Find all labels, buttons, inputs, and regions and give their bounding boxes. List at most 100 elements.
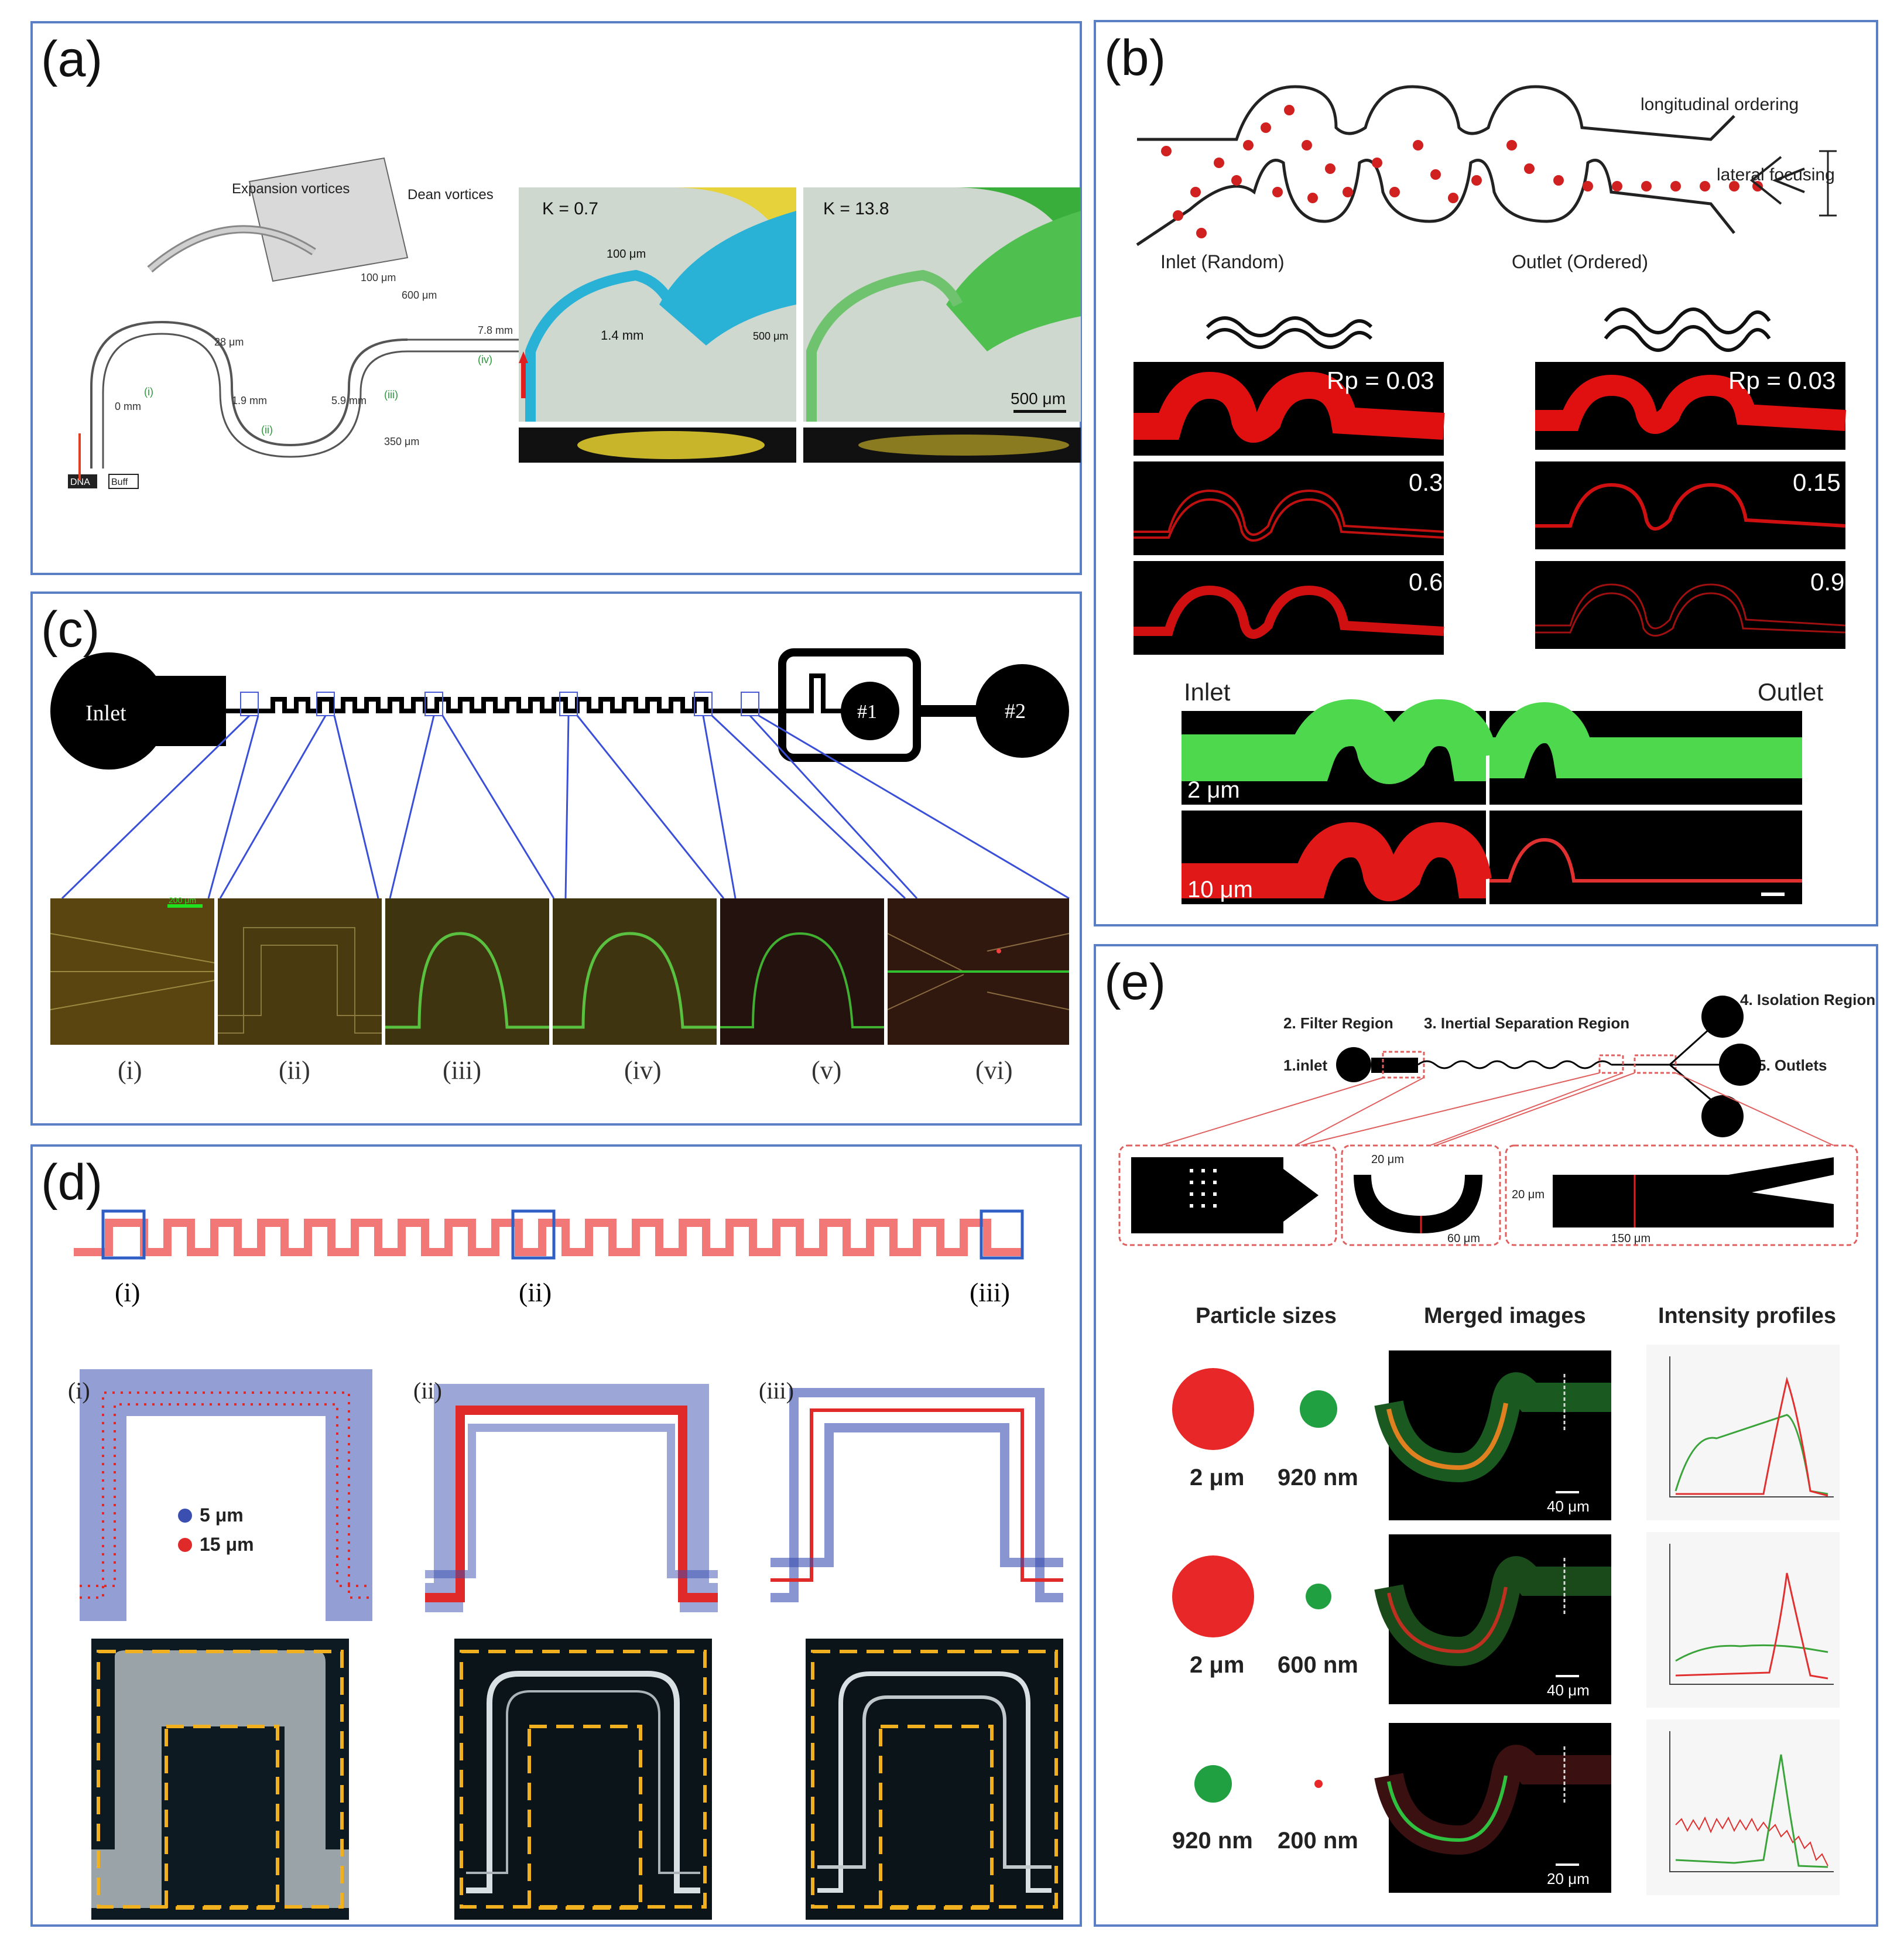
roman-d-mid-3: (iii) (759, 1377, 794, 1404)
buff-box: Buff (111, 477, 128, 487)
merged-scale-2: 40 μm (1547, 1681, 1590, 1699)
col-head-intensity-profiles: Intensity profiles (1658, 1304, 1837, 1328)
particle-row-1: 2 μm 920 nm (1172, 1368, 1358, 1490)
serpentine-device: Inlet #1 #2 (50, 648, 1070, 900)
rp-left-2: 0.3 (1409, 469, 1443, 496)
dna-box: DNA (70, 477, 90, 487)
dim-59mm: 5.9 mm (331, 395, 367, 406)
k-label-2: K = 13.8 (823, 199, 889, 218)
panel-c: (c) Inlet #1 #2 200 μm (30, 591, 1082, 1126)
intensity-plot-1 (1646, 1345, 1840, 1520)
photo-dim-100um: 100 μm (607, 248, 646, 261)
isolation-region-label: 4. Isolation Region (1740, 991, 1875, 1008)
roman-d-top-1: (i) (115, 1277, 141, 1307)
panel-a-photos: K = 0.7 K = 13.8 100 μm 1.4 mm 500 μm 50… (519, 187, 1081, 463)
zoom-dim-150um: 150 μm (1611, 1232, 1650, 1245)
rp-right-2: 0.15 (1793, 469, 1841, 496)
roman-c-6: (vi) (975, 1056, 1013, 1085)
rp-left-3: 0.6 (1409, 568, 1443, 596)
roman-iv: (iv) (478, 354, 492, 365)
panel-d: (d) (i) (ii) (iii) 5 μm 15 μm (i) (ii) (… (30, 1144, 1082, 1927)
inertial-region-label: 3. Inertial Separation Region (1424, 1014, 1629, 1032)
merged-image-2: 40 μm (1374, 1534, 1611, 1704)
rp-left-1: Rp = 0.03 (1327, 367, 1434, 394)
trajectory-plot-2: (ii) (413, 1375, 730, 1621)
inlet-label: Inlet (1184, 678, 1231, 706)
roman-d-top-2: (ii) (519, 1277, 552, 1307)
dim-28um: 28 μm (214, 336, 244, 348)
roman-c-3: (iii) (443, 1056, 481, 1085)
roman-iii: (iii) (384, 389, 398, 401)
fluorescence-image-3 (806, 1639, 1063, 1920)
outlet-ordered-label: Outlet (Ordered) (1512, 251, 1648, 272)
size-label-10um: 10 μm (1187, 877, 1253, 902)
photo-dim-14mm: 1.4 mm (601, 328, 643, 343)
trajectory-plot-1: 5 μm 15 μm (i) (68, 1369, 384, 1621)
particle-row-2: 2 μm 600 nm (1172, 1555, 1358, 1678)
panel-a-label: (a) (41, 31, 103, 87)
panel-a-schematic: Expansion vortices Dean vortices 5.9 mm … (56, 157, 536, 492)
col-head-merged-images: Merged images (1424, 1304, 1586, 1328)
rp-column-right: Rp = 0.03 0.15 0.9 (1535, 362, 1847, 649)
trajectory-plot-3: (iii) (759, 1375, 1075, 1621)
particles (1161, 105, 1763, 238)
rp-right-3: 0.9 (1810, 568, 1844, 596)
rp-column-left: Rp = 0.03 0.3 0.6 (1134, 362, 1445, 655)
panel-d-label: (d) (41, 1154, 103, 1211)
square-wave-channel (74, 1209, 1024, 1260)
dim-350um: 350 μm (384, 436, 419, 447)
serpentine-micrographs: 200 μm (50, 895, 1070, 1045)
panel-e-label: (e) (1104, 954, 1166, 1010)
panel-c-label: (c) (41, 601, 100, 658)
scale-200um: 200 μm (169, 895, 196, 905)
wavy-channel-icon-left (1206, 316, 1373, 349)
row1-small-size: 920 nm (1278, 1465, 1358, 1490)
dim-19mm: 1.9 mm (232, 395, 267, 406)
zoom-dim-60um: 60 μm (1447, 1232, 1480, 1245)
zoom-insets: 20 μm 60 μm 20 μm 150 μm (1118, 1144, 1858, 1246)
panel-b-schematic: longitudinal ordering lateral focusing I… (1136, 85, 1837, 272)
roman-d-top-3: (iii) (970, 1277, 1010, 1307)
row3-small-size: 200 nm (1278, 1828, 1358, 1854)
roman-c-4: (iv) (624, 1056, 662, 1085)
roman-c-2: (ii) (279, 1056, 310, 1085)
outlet-1-label: #1 (857, 701, 877, 723)
row1-big-size: 2 μm (1190, 1465, 1244, 1490)
dean-vortices-label: Dean vortices (407, 187, 494, 203)
filter-region-label: 2. Filter Region (1283, 1014, 1393, 1032)
dim-78mm: 7.8 mm (478, 324, 513, 336)
intensity-plot-2 (1646, 1532, 1840, 1708)
roman-ii: (ii) (261, 424, 273, 436)
merged-image-3: 20 μm (1374, 1723, 1611, 1893)
rp-right-1: Rp = 0.03 (1728, 367, 1835, 394)
merged-scale-3: 20 μm (1547, 1870, 1590, 1888)
zoom-dim-20um-b: 20 μm (1512, 1188, 1545, 1201)
merged-image-1: 40 μm (1374, 1350, 1611, 1520)
fluorescence-image-1 (91, 1639, 349, 1920)
roman-c-5: (v) (811, 1056, 842, 1085)
panel-b: (b) longitudinal ordering lateral focusi… (1094, 20, 1878, 926)
dim-100um: 100 μm (361, 272, 396, 283)
inlet-e-label: 1.inlet (1283, 1056, 1327, 1074)
photo-dim-500um: 500 μm (753, 330, 788, 342)
merged-scale-1: 40 μm (1547, 1497, 1590, 1515)
row3-big-size: 920 nm (1172, 1828, 1253, 1854)
inlet-outlet-images: 2 μm 10 μm (1182, 699, 1802, 904)
legend-15um: 15 μm (200, 1534, 254, 1555)
panel-b-label: (b) (1104, 30, 1166, 86)
size-label-2um: 2 μm (1187, 777, 1240, 803)
legend-5um: 5 μm (200, 1505, 244, 1526)
panel-e: (e) 2. Filter Region 3. Inertial Separat… (1094, 944, 1878, 1927)
roman-i: (i) (144, 386, 153, 398)
wavy-channel-icon-right (1604, 307, 1771, 352)
inlet-reservoir-label: Inlet (85, 701, 126, 726)
expansion-vortices-label: Expansion vortices (232, 181, 350, 197)
k-label-1: K = 0.7 (542, 199, 598, 218)
photo-scale-bar-label: 500 μm (1011, 389, 1066, 408)
row2-small-size: 600 nm (1278, 1652, 1358, 1678)
roman-d-mid-1: (i) (68, 1377, 90, 1404)
row2-big-size: 2 μm (1190, 1652, 1244, 1678)
col-head-particle-sizes: Particle sizes (1196, 1304, 1337, 1328)
panel-a: (a) Expansion vortices Dean vortices 5.9… (30, 21, 1082, 575)
outlet-label: Outlet (1758, 678, 1824, 706)
